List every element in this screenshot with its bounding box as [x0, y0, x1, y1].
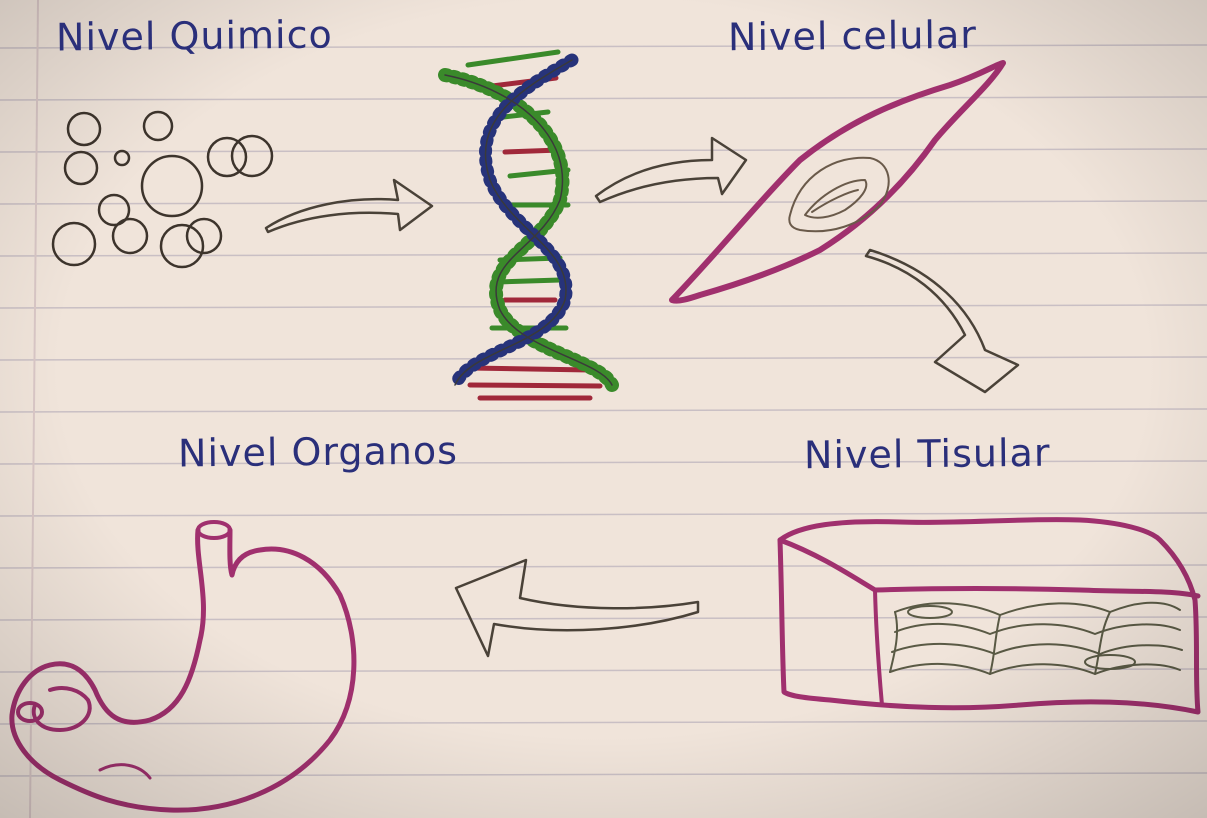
level-label-organs: Nivel Organos	[178, 429, 458, 476]
level-label-tissue: Nivel Tisular	[804, 431, 1051, 478]
level-label-chemical: Nivel Quimico	[56, 13, 333, 60]
level-label-cellular: Nivel celular	[728, 13, 977, 60]
